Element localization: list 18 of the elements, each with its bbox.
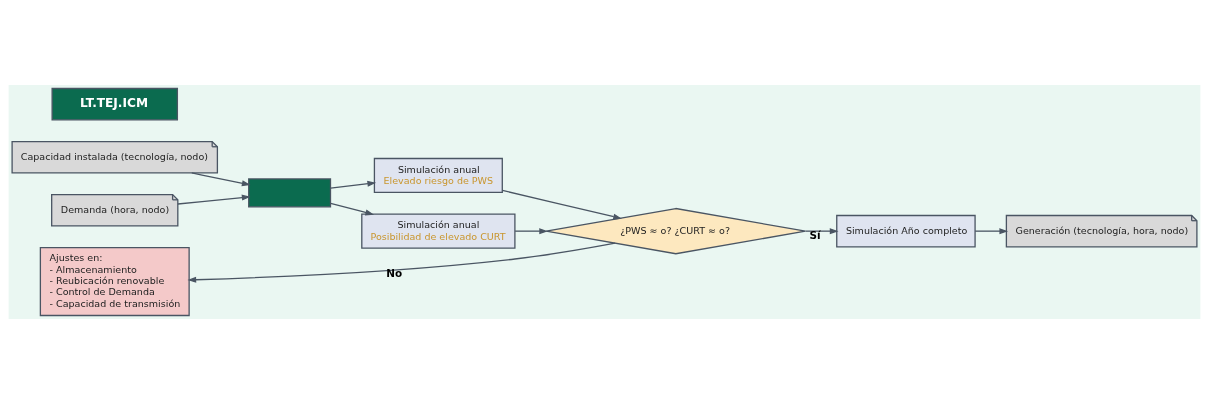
arrow [501,189,622,220]
edge-label: No [386,266,403,279]
node-box: Ajustes en: - Almacenamiento - Reubicación renovable - Control de Demanda - Capacidad de transmisión [39,246,190,316]
node-box [248,177,332,207]
node-box: LT.TEJ.ICM [51,87,179,120]
arrow [330,180,377,189]
node-box: Simulación anual Posibilidad de elevado CURT [361,213,516,249]
arrow [177,194,251,205]
arrow [804,227,839,234]
arrow [187,242,616,283]
node-box: Simulación anual Elevado riesgo de PWS [373,157,503,193]
edge-label: Sí [809,228,821,241]
arrow [330,202,375,215]
arrow [191,171,251,186]
arrow [514,227,548,234]
arrow [974,227,1009,234]
node-diamond: ¿PWS ≈ o? ¿CURT ≈ o? [545,207,807,254]
node-box: Simulación Año completo [836,214,976,247]
